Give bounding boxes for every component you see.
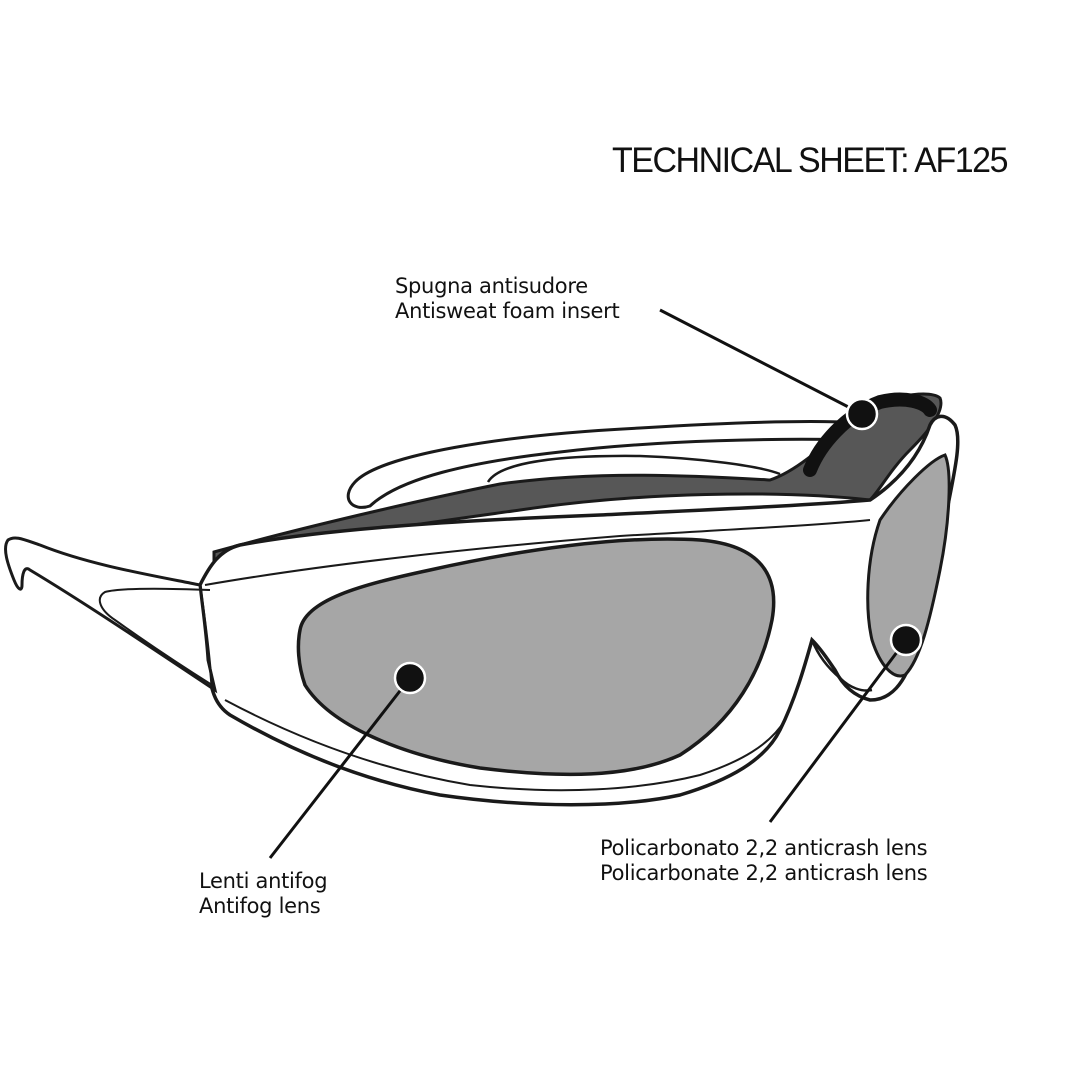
frame-top-contour	[204, 519, 871, 586]
polycarbonate-marker	[889, 623, 923, 657]
foam-leader-line	[659, 308, 863, 416]
polycarbonate-label-italian: Policarbonato 2,2 anticrash lens	[600, 836, 928, 860]
frame-hinge-line	[198, 584, 214, 691]
side-lens	[866, 453, 951, 678]
antifog-label-italian: Lenti antifog	[199, 869, 328, 893]
antifog-leader-line	[268, 677, 412, 859]
foam-label-italian: Spugna antisudore	[395, 274, 588, 298]
antifog-lens-label: Lenti antifog Antifog lens	[199, 869, 328, 919]
foam-insert-label: Spugna antisudore Antisweat foam insert	[395, 274, 620, 324]
near-temple-inner	[98, 587, 213, 686]
far-temple-inner	[486, 454, 781, 483]
page-title: TECHNICAL SHEET: AF125	[612, 141, 1008, 180]
polycarbonate-label-english: Policarbonate 2,2 anticrash lens	[600, 861, 928, 885]
frame-bottom-contour	[224, 699, 786, 792]
far-temple-arm	[346, 420, 862, 509]
foam-insert	[212, 392, 943, 562]
polycarbonate-leader-line	[768, 639, 908, 823]
antifog-marker	[393, 661, 427, 695]
nose-pad	[810, 639, 873, 692]
foam-marker	[845, 397, 879, 431]
foam-label-english: Antisweat foam insert	[395, 299, 620, 323]
foam-inner-shadow	[803, 392, 937, 477]
polycarbonate-lens-label: Policarbonato 2,2 anticrash lens Policar…	[600, 836, 928, 886]
antifog-label-english: Antifog lens	[199, 894, 321, 918]
